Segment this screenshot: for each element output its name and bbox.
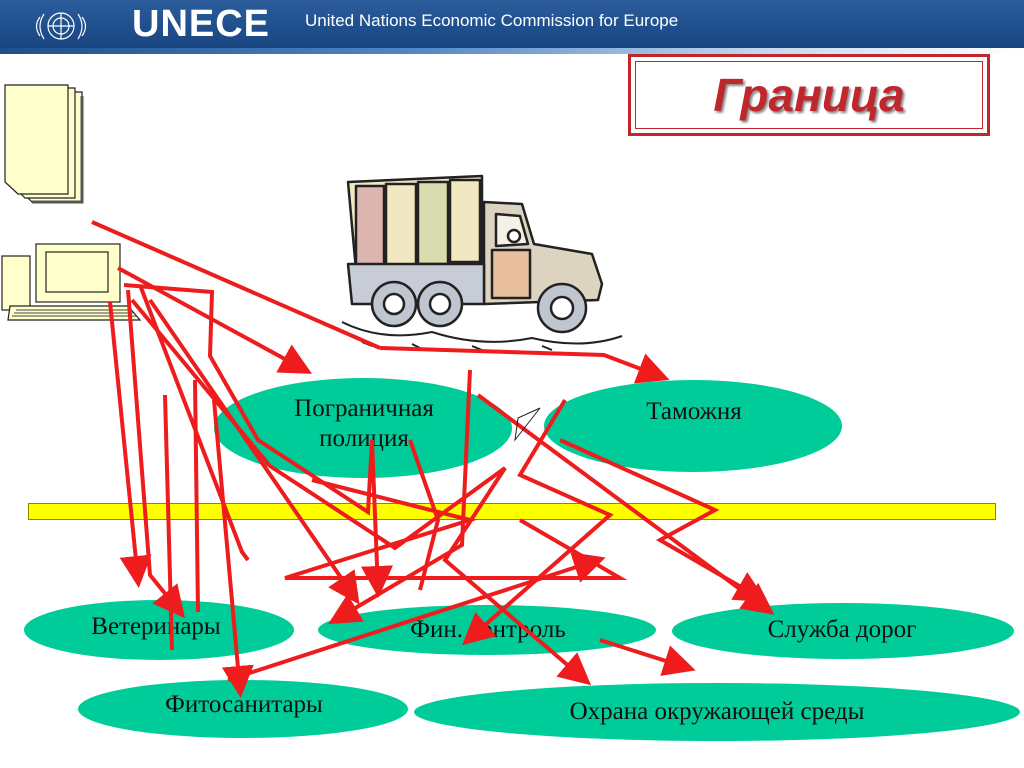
documents-stack-icon xyxy=(4,84,84,204)
arrow xyxy=(559,438,767,603)
un-emblem-icon xyxy=(35,12,87,40)
arrow xyxy=(163,394,174,651)
arrow xyxy=(91,220,381,350)
arrow xyxy=(599,638,696,676)
customs-label: Таможня xyxy=(646,398,742,425)
arrow xyxy=(108,301,152,588)
arrow xyxy=(212,399,254,698)
arrow xyxy=(328,369,472,625)
header-stripe xyxy=(0,48,1024,54)
arrow xyxy=(284,478,628,580)
arrow xyxy=(379,346,670,384)
header-bar xyxy=(0,0,1024,48)
arrow xyxy=(148,298,360,605)
border-line xyxy=(28,503,996,520)
environment-label: Охрана окружающей среды xyxy=(569,698,865,725)
border-police-label: Пограничная полиция xyxy=(294,395,434,452)
arrow xyxy=(461,398,614,646)
slide-title: Граница xyxy=(713,69,905,121)
arrow xyxy=(193,379,200,613)
arrow xyxy=(138,284,250,562)
arrow xyxy=(408,439,441,591)
computer-icon xyxy=(1,243,142,321)
road-service-node: Служба дорог xyxy=(672,603,1014,659)
environment-node: Охрана окружающей среды xyxy=(414,683,1020,741)
brand-subtitle: United Nations Economic Commission for E… xyxy=(305,11,679,30)
bolt-mark xyxy=(514,407,541,442)
truck-icon xyxy=(341,174,623,351)
arrow xyxy=(123,283,394,598)
road-service-label: Служба дорог xyxy=(767,616,917,643)
brand-name: UNECE xyxy=(132,3,271,45)
title-box: Граница xyxy=(628,54,990,136)
